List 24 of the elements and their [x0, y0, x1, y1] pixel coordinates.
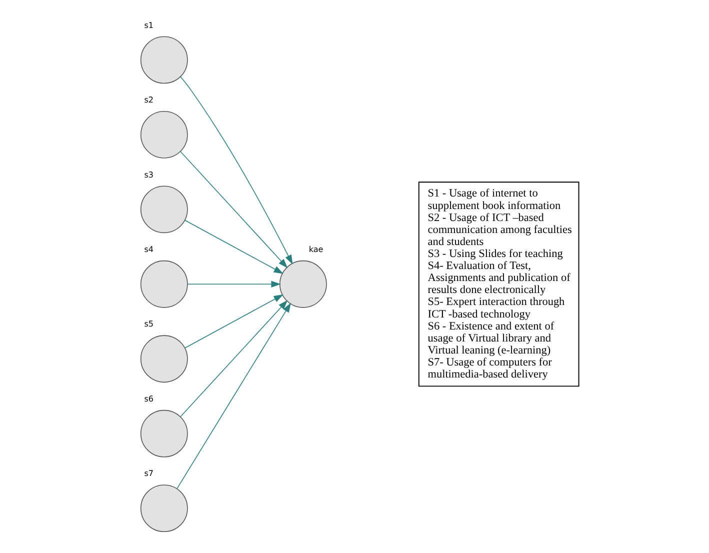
node-box: S1 - Usage of internet to supplement book information S2 - Usage of ICT –based communication among faculties and students S3 - Using Slides for teaching S4- Evaluation of Test, Assignments and publication of results done electronically S5- Expert interaction through ICT -based technology S6 - Existence and extent of usage of Virtual library and Virtual leaning (e-learning) S7- Usage of computers for multimedia-based delivery: [418, 182, 579, 387]
node-circle: [140, 335, 188, 383]
node-label: s5: [144, 320, 154, 329]
node-label: s6: [144, 394, 154, 404]
arrow: [176, 302, 290, 490]
node-circle: [140, 410, 188, 458]
arrow: [184, 220, 283, 274]
node-label: s1: [144, 20, 154, 30]
arrow: [180, 76, 292, 265]
node-label: s4: [144, 244, 154, 254]
node-label: s3: [144, 170, 154, 180]
node-label: kae: [308, 244, 323, 254]
node-circle: [140, 110, 188, 158]
arrow: [180, 300, 288, 418]
node-label: s2: [144, 96, 154, 105]
arrow: [180, 151, 288, 268]
node-circle: [278, 260, 326, 308]
node-circle: [140, 186, 188, 234]
node-circle: [140, 484, 188, 532]
arrow: [184, 294, 283, 348]
node-label: s7: [144, 469, 154, 478]
node-circle: [140, 260, 188, 308]
node-circle: [140, 36, 188, 84]
arrow: [186, 280, 280, 288]
